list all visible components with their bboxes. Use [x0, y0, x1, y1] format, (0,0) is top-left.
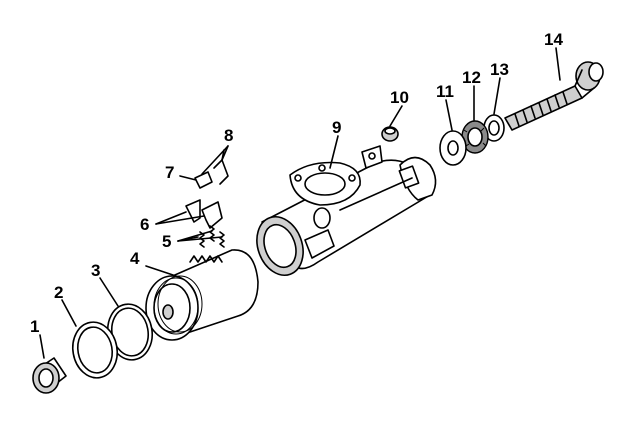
leader-lines [39, 47, 561, 359]
part-7-tab [194, 171, 213, 189]
callout-11: 11 [436, 82, 454, 101]
part-11-washer [439, 130, 467, 166]
callout-9: 9 [332, 118, 341, 137]
callout-6: 6 [140, 215, 149, 234]
part-10-cap [381, 126, 399, 142]
callout-12: 12 [462, 68, 481, 87]
callout-labels: 1 2 3 4 5 6 7 8 9 10 11 12 13 14 [30, 30, 563, 336]
callout-10: 10 [390, 88, 409, 107]
callout-2: 2 [54, 283, 63, 302]
callout-1: 1 [30, 317, 39, 336]
callout-13: 13 [490, 60, 509, 79]
part-4-piston [145, 249, 259, 341]
part-8-clip [213, 149, 229, 185]
callout-14: 14 [544, 30, 563, 49]
part-6-guides [185, 199, 223, 229]
part-13-seal [483, 114, 505, 142]
part-1-plug [32, 357, 67, 394]
callout-5: 5 [162, 232, 171, 251]
part-9-housing [256, 145, 437, 276]
part-2-retaining-ring [71, 321, 119, 379]
callout-8: 8 [224, 126, 233, 145]
callout-3: 3 [91, 261, 100, 280]
part-12-bearing [461, 120, 489, 154]
callout-4: 4 [130, 249, 140, 268]
part-14-worm-shaft [504, 61, 604, 131]
callout-7: 7 [165, 163, 174, 182]
